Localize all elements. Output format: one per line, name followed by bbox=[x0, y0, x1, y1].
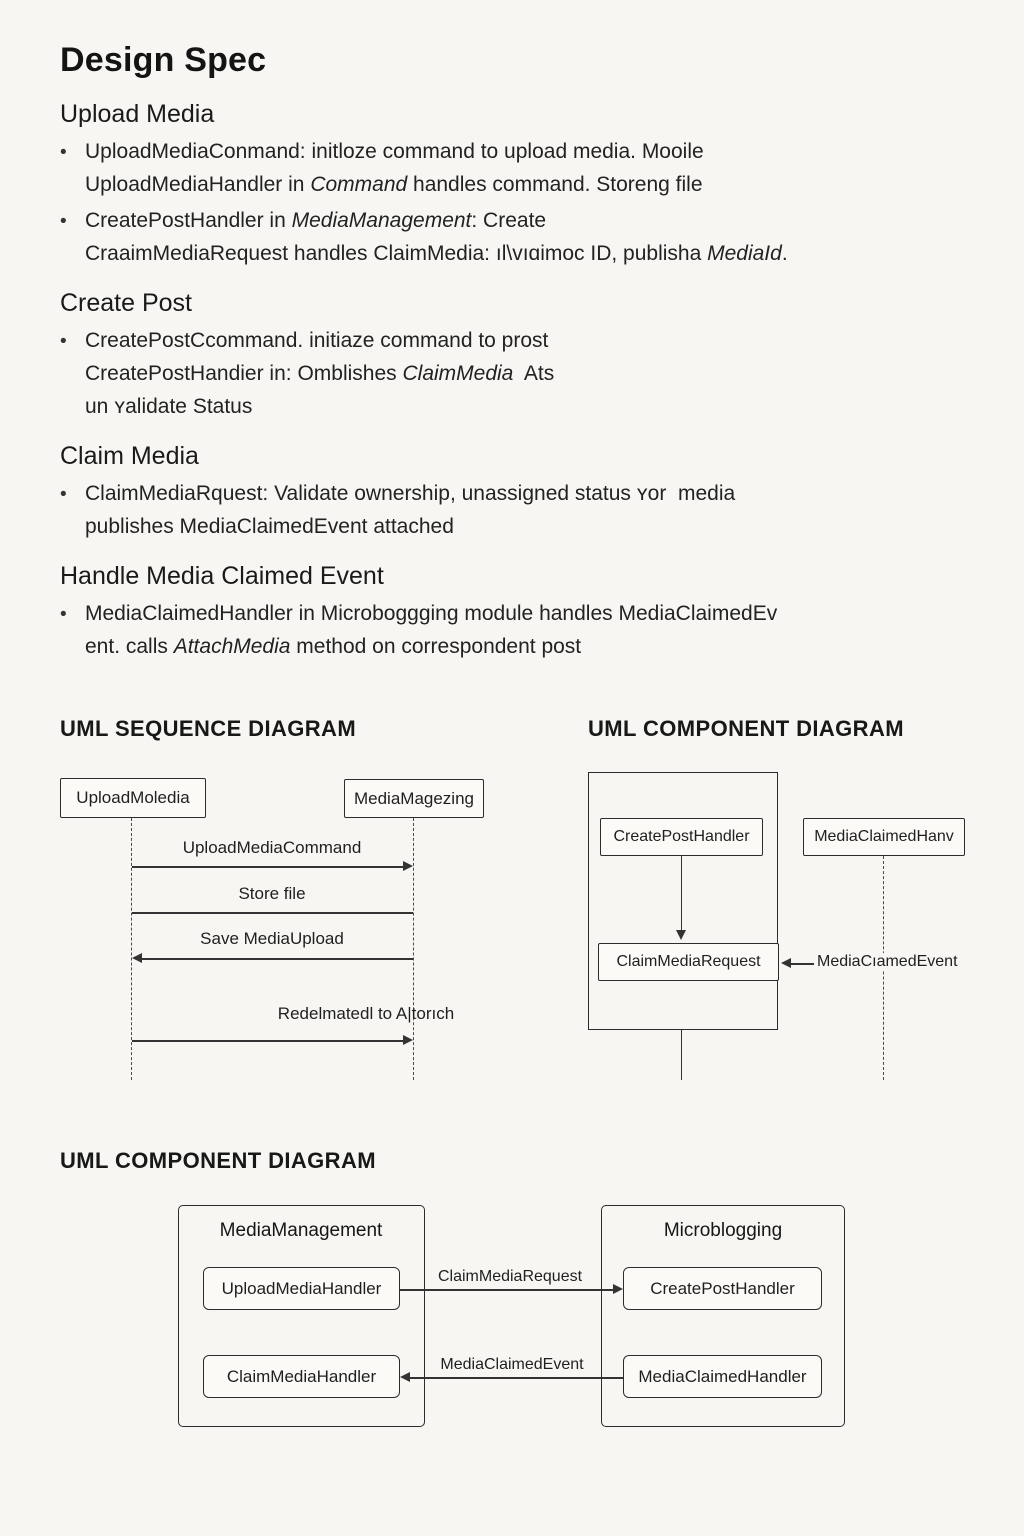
comp1-down-arrow-line bbox=[681, 856, 682, 930]
arrow-left-icon bbox=[132, 953, 142, 963]
bullet-marker: • bbox=[60, 484, 67, 505]
section-upload-media: Upload Media • UploadMediaConmand: initl… bbox=[60, 99, 964, 270]
bullet-text: MediaClaimedHandler in Microboggging mod… bbox=[85, 597, 777, 663]
bullet-marker: • bbox=[60, 604, 67, 625]
comp2-container-mediamanagement bbox=[178, 1205, 425, 1427]
arrow-left-icon bbox=[781, 958, 791, 968]
seq-message-line-3 bbox=[142, 958, 413, 960]
text-line: CraaimMediaRequest handles ClaimMedia: ı… bbox=[85, 242, 788, 265]
component-diagram-1-heading: UML COMPONENT DIAGRAM bbox=[588, 716, 904, 741]
section-heading-create-post: Create Post bbox=[60, 289, 193, 317]
comp1-message-label: MediaCıamedEvent bbox=[814, 953, 961, 971]
seq-lifeline-mediamanaging bbox=[413, 818, 414, 1080]
seq-message-label-3: Save MediaUpload bbox=[200, 929, 344, 948]
comp2-message-label-2: MediaClaimedEvent bbox=[440, 1356, 584, 1373]
bullet-marker: • bbox=[60, 211, 67, 232]
seq-lifeline-uploadmedia bbox=[131, 818, 132, 1080]
arrow-right-icon bbox=[403, 861, 413, 871]
section-heading-upload-media: Upload Media bbox=[60, 100, 215, 128]
comp2-container-label: MediaManagement bbox=[219, 1220, 383, 1241]
bullet-marker: • bbox=[60, 142, 67, 163]
bullet-text: CreatePostHandler in MediaManagement: Cr… bbox=[85, 204, 788, 270]
arrow-left-icon bbox=[400, 1372, 410, 1382]
section-create-post: Create Post • CreatePostCcommand. initia… bbox=[60, 288, 964, 423]
comp2-message-line-2 bbox=[410, 1377, 623, 1379]
section-heading-handle-media-claimed-event: Handle Media Claimed Event bbox=[60, 562, 384, 590]
bullet-item: • UploadMediaConmand: initloze command t… bbox=[60, 135, 964, 201]
component-diagram-2-heading: UML COMPONENT DIAGRAM bbox=[60, 1148, 376, 1173]
comp1-box-mediaclaimedhandler: MediaClaimedHanv bbox=[803, 818, 965, 856]
seq-message-line-4 bbox=[132, 1040, 403, 1042]
text-line: un ʏalidate Status bbox=[85, 395, 253, 418]
seq-message-label-1: UploadMediaCommand bbox=[182, 838, 362, 857]
bullet-marker: • bbox=[60, 331, 67, 352]
seq-actor-uploadmedia: UploadMoledia bbox=[60, 778, 206, 818]
text-line: ClaimMediaRquest: Validate ownership, un… bbox=[85, 482, 736, 505]
bullet-text: ClaimMediaRquest: Validate ownership, un… bbox=[85, 477, 735, 543]
comp2-container-label: Microblogging bbox=[663, 1220, 783, 1241]
text-line: CreatePostHandler in MediaManagement: Cr… bbox=[85, 209, 547, 232]
seq-message-line-2 bbox=[132, 912, 413, 914]
comp2-container-microblogging bbox=[601, 1205, 845, 1427]
comp2-box-claimmediahandler: ClaimMediaHandler bbox=[203, 1355, 400, 1398]
comp2-message-line-1 bbox=[400, 1289, 613, 1291]
comp2-box-createposthandler: CreatePostHandler bbox=[623, 1267, 822, 1310]
sequence-diagram-heading: UML SEQUENCE DIAGRAM bbox=[60, 716, 357, 741]
comp1-tail-line bbox=[681, 1030, 682, 1080]
text-line: UploadMediaHandler in Command handles co… bbox=[85, 173, 703, 196]
seq-message-line-1 bbox=[132, 866, 403, 868]
bullet-item: • CreatePostHandler in MediaManagement: … bbox=[60, 204, 964, 270]
comp2-message-label-1: ClaimMediaRequest bbox=[437, 1268, 583, 1285]
text-line: CreatePostHandier in: Omblishes ClaimMed… bbox=[85, 362, 555, 385]
arrow-right-icon bbox=[613, 1284, 623, 1294]
arrow-right-icon bbox=[403, 1035, 413, 1045]
section-claim-media: Claim Media • ClaimMediaRquest: Validate… bbox=[60, 441, 964, 543]
text-line: CreatePostCcommand. initiaze command to … bbox=[85, 329, 549, 352]
seq-message-label-2: Store file bbox=[238, 884, 306, 903]
comp1-box-claimmediarequest: ClaimMediaRequest bbox=[598, 943, 779, 981]
seq-actor-mediamanaging: MediaMagezing bbox=[344, 779, 484, 818]
bullet-text: CreatePostCcommand. initiaze command to … bbox=[85, 324, 554, 423]
section-handle-media-claimed-event: Handle Media Claimed Event • MediaClaime… bbox=[60, 561, 964, 663]
bullet-item: • MediaClaimedHandler in Microboggging m… bbox=[60, 597, 964, 663]
text-line: UploadMediaConmand: initloze command to … bbox=[85, 140, 704, 163]
text-line: MediaClaimedHandler in Microboggging mod… bbox=[85, 602, 778, 625]
comp1-box-createposthandler: CreatePostHandler bbox=[600, 818, 763, 856]
arrow-down-icon bbox=[676, 930, 686, 940]
bullet-text: UploadMediaConmand: initloze command to … bbox=[85, 135, 704, 201]
comp1-container bbox=[588, 772, 778, 1030]
document-body: Design Spec Upload Media • UploadMediaCo… bbox=[0, 0, 1024, 663]
comp2-box-uploadmediahandler: UploadMediaHandler bbox=[203, 1267, 400, 1310]
seq-message-label-4: Redelmatedl to A|torıch bbox=[277, 1004, 455, 1023]
text-line: publishes MediaClaimedEvent attached bbox=[85, 515, 454, 538]
text-line: ent. calls AttachMedia method on corresp… bbox=[85, 635, 582, 658]
page-title: Design Spec bbox=[60, 41, 267, 79]
section-heading-claim-media: Claim Media bbox=[60, 442, 199, 470]
bullet-item: • ClaimMediaRquest: Validate ownership, … bbox=[60, 477, 964, 543]
bullet-item: • CreatePostCcommand. initiaze command t… bbox=[60, 324, 964, 423]
comp2-box-mediaclaimedhandler: MediaClaimedHandler bbox=[623, 1355, 822, 1398]
